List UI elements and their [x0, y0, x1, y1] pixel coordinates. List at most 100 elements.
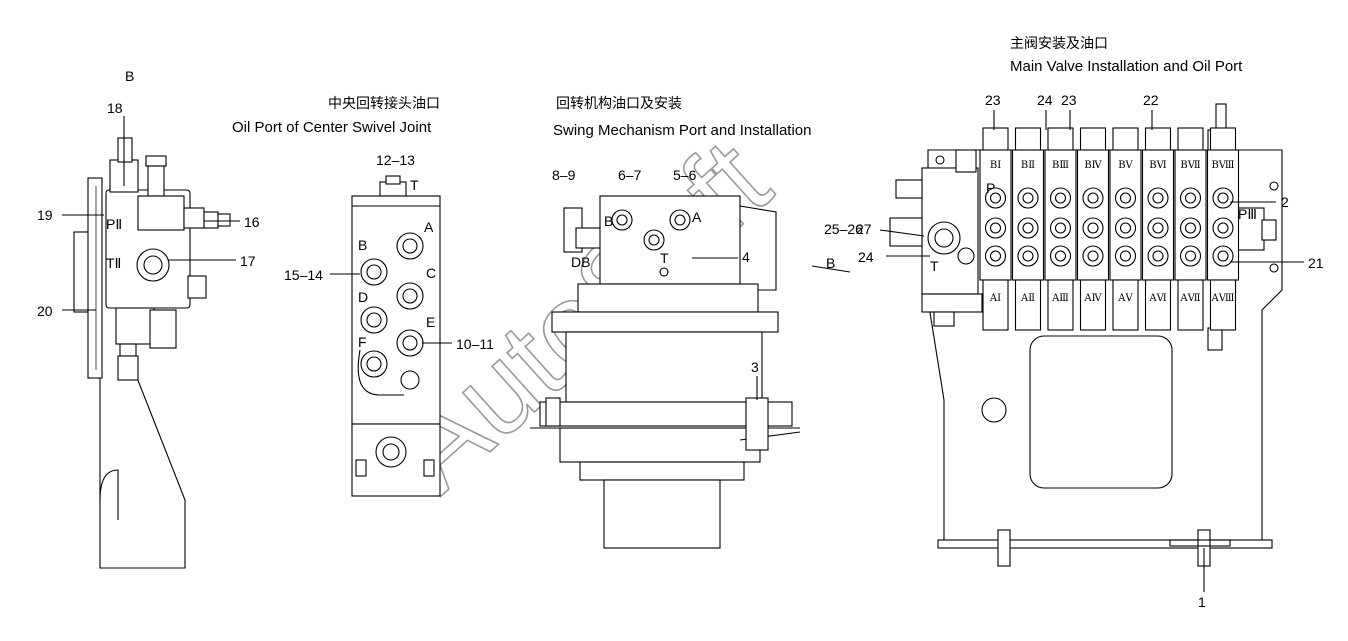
label-21: 21 — [1308, 255, 1324, 271]
port-fitting — [1082, 217, 1104, 239]
label-10-11: 10–11 — [456, 336, 494, 352]
section-label-a: AⅡ — [1020, 293, 1035, 304]
swivel-title-en: Oil Port of Center Swivel Joint — [232, 119, 432, 136]
port-fitting-core — [1119, 222, 1132, 234]
section-label-b: BⅤ — [1118, 160, 1133, 171]
swivel-port-c: C — [426, 265, 436, 281]
port-fitting-core — [1022, 222, 1034, 234]
port-fitting-core — [1152, 192, 1164, 204]
section-label-b: BⅥ — [1149, 160, 1166, 171]
swing-port-db: DB — [571, 254, 590, 270]
port-fitting — [1049, 217, 1072, 239]
label-5-6: 5–6 — [673, 167, 697, 183]
section-label-a: AⅧ — [1211, 293, 1235, 304]
swivel-port-a: A — [424, 219, 434, 235]
label-2: 2 — [1281, 194, 1289, 210]
swing-title-en: Swing Mechanism Port and Installation — [553, 122, 811, 139]
section-label-a: AⅤ — [1117, 293, 1133, 304]
section-bottom-cap — [1112, 279, 1139, 331]
section-bottom-cap — [1209, 279, 1237, 331]
swivel-joint-view — [330, 175, 452, 497]
label-16: 16 — [244, 214, 260, 230]
swivel-port-f: F — [358, 334, 367, 350]
section-top-cap — [1079, 127, 1107, 153]
swivel-title-cn: 中央回转接头油口 — [328, 95, 440, 112]
section-label-a: AⅣ — [1083, 293, 1102, 304]
port-fitting — [1114, 245, 1137, 267]
label-20: 20 — [37, 303, 53, 319]
left-valve-view — [62, 116, 240, 569]
port-fitting — [1049, 245, 1072, 267]
port-fitting — [1082, 187, 1104, 209]
port-fitting — [984, 217, 1007, 239]
label-6-7: 6–7 — [618, 167, 642, 183]
label-23-a: 23 — [985, 92, 1001, 108]
label-1: 1 — [1198, 594, 1206, 610]
swing-title-cn: 回转机构油口及安装 — [556, 96, 682, 112]
label-15-14: 15–14 — [284, 267, 323, 283]
swivel-port-e: E — [426, 314, 435, 330]
port-fitting-core — [1217, 222, 1229, 234]
main-port-t: T — [930, 258, 939, 274]
section-top-cap — [1112, 127, 1139, 153]
section-label-a: AⅦ — [1179, 293, 1200, 304]
section-label-b: BⅠ — [990, 160, 1001, 171]
swivel-port-d: D — [358, 289, 368, 305]
section-top-cap — [982, 127, 1009, 153]
port-fitting — [1147, 187, 1169, 209]
label-24-top: 24 — [1037, 92, 1053, 108]
section-bottom-cap — [982, 279, 1009, 331]
main-port-p3: PⅢ — [1238, 206, 1257, 222]
main-valve-title-en: Main Valve Installation and Oil Port — [1010, 58, 1243, 75]
section-bottom-cap — [1177, 279, 1204, 331]
section-label-a: AⅠ — [989, 293, 1001, 304]
port-fitting — [1212, 217, 1234, 239]
port-fitting-core — [1217, 250, 1229, 262]
section-bottom-cap — [1014, 279, 1042, 331]
port-fitting-core — [989, 250, 1002, 262]
label-12-13: 12–13 — [376, 152, 415, 168]
label-4: 4 — [742, 249, 750, 265]
port-fitting — [1147, 217, 1169, 239]
label-24-side: 24 — [858, 249, 874, 265]
port-fitting-core — [1184, 192, 1197, 204]
port-fitting — [1179, 217, 1202, 239]
label-22: 22 — [1143, 92, 1159, 108]
section-label-b: BⅦ — [1180, 160, 1200, 171]
port-fitting-core — [989, 192, 1002, 204]
port-fitting — [1049, 187, 1072, 209]
swing-port-t: T — [660, 250, 669, 266]
section-label-b: BⅡ — [1021, 160, 1035, 171]
swing-port-b: B — [604, 213, 613, 229]
port-fitting — [1212, 245, 1234, 267]
port-fitting-core — [989, 222, 1002, 234]
port-fitting — [1017, 217, 1039, 239]
section-bottom-cap — [1144, 279, 1172, 331]
section-bottom-cap — [1079, 279, 1107, 331]
label-19: 19 — [37, 207, 53, 223]
section-top-cap — [1177, 127, 1204, 153]
port-fitting — [1179, 187, 1202, 209]
section-top-cap — [1209, 127, 1237, 153]
main-valve-title-cn: 主阀安装及油口 — [1010, 36, 1108, 52]
port-fitting-core — [1119, 192, 1132, 204]
label-27: 27 — [856, 221, 872, 237]
port-fitting — [1179, 245, 1202, 267]
port-fitting — [984, 187, 1007, 209]
left-view-title: B — [125, 68, 134, 84]
swivel-port-t: T — [410, 177, 419, 193]
port-fitting-core — [1087, 250, 1099, 262]
section-top-cap — [1144, 127, 1172, 153]
port-fitting-core — [1087, 222, 1099, 234]
port-fitting — [1017, 187, 1039, 209]
section-label-a: AⅥ — [1148, 293, 1166, 304]
port-fitting-core — [1217, 192, 1229, 204]
section-label-b: BⅢ — [1052, 160, 1069, 171]
swing-port-a: A — [692, 209, 702, 225]
port-p2-label: PⅡ — [106, 216, 122, 232]
port-fitting — [1114, 187, 1137, 209]
port-fitting-core — [1152, 250, 1164, 262]
